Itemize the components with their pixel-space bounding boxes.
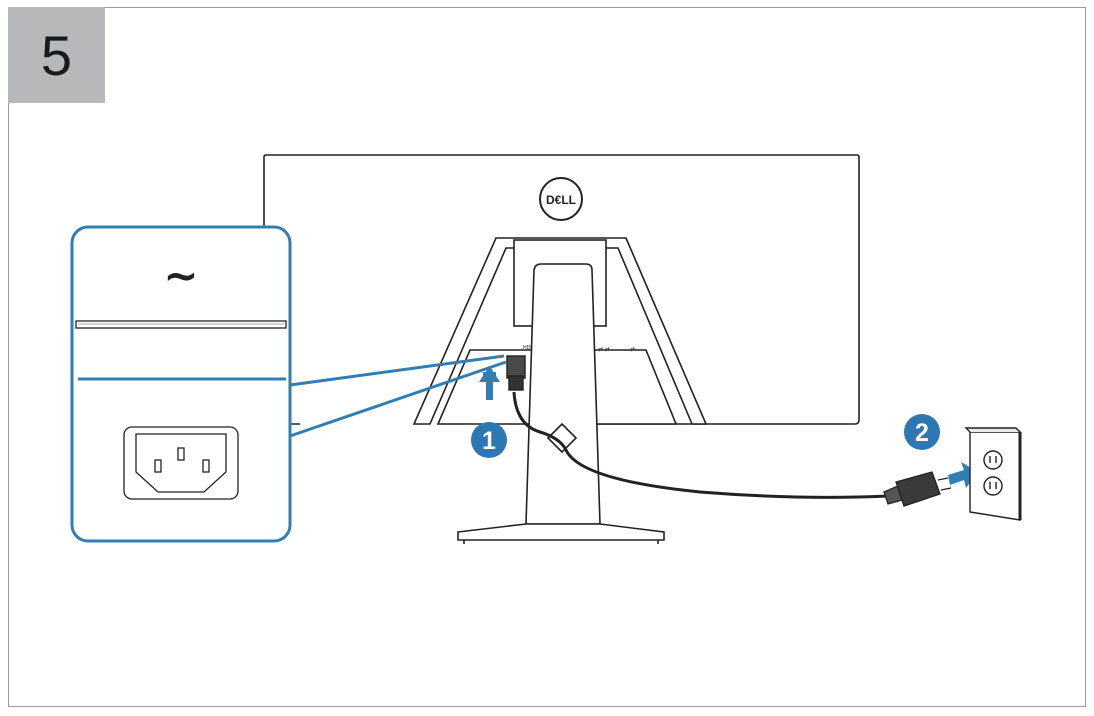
callout-2: 2: [904, 414, 940, 450]
svg-text:⇄ ⇄: ⇄ ⇄: [598, 346, 610, 353]
instruction-frame: [8, 7, 1086, 707]
callout-2-label: 2: [915, 419, 929, 447]
svg-text:HDMI: HDMI: [523, 345, 536, 351]
dell-logo-text: D€LL: [546, 193, 576, 207]
svg-text:⇄: ⇄: [630, 346, 635, 353]
stand-column: [457, 263, 665, 544]
zoom-leader-lines: [289, 354, 507, 438]
step-number: 5: [40, 23, 73, 87]
callout-1-label: 1: [482, 427, 496, 455]
step-number-badge: 5: [8, 7, 105, 103]
ac-symbol: ~: [163, 251, 198, 300]
monitor-power-plug-icon: [506, 355, 526, 391]
power-cable: [512, 391, 889, 499]
iec-c14-power-inlet-icon: [123, 426, 239, 500]
insert-arrow-up-icon: [479, 366, 500, 400]
dell-logo-icon: D€LL: [539, 177, 583, 221]
inset-detail-panel: ~: [70, 225, 292, 543]
wall-plug-icon: [883, 471, 952, 507]
callout-1: 1: [471, 422, 507, 458]
wall-outlet-icon: [964, 427, 1022, 521]
